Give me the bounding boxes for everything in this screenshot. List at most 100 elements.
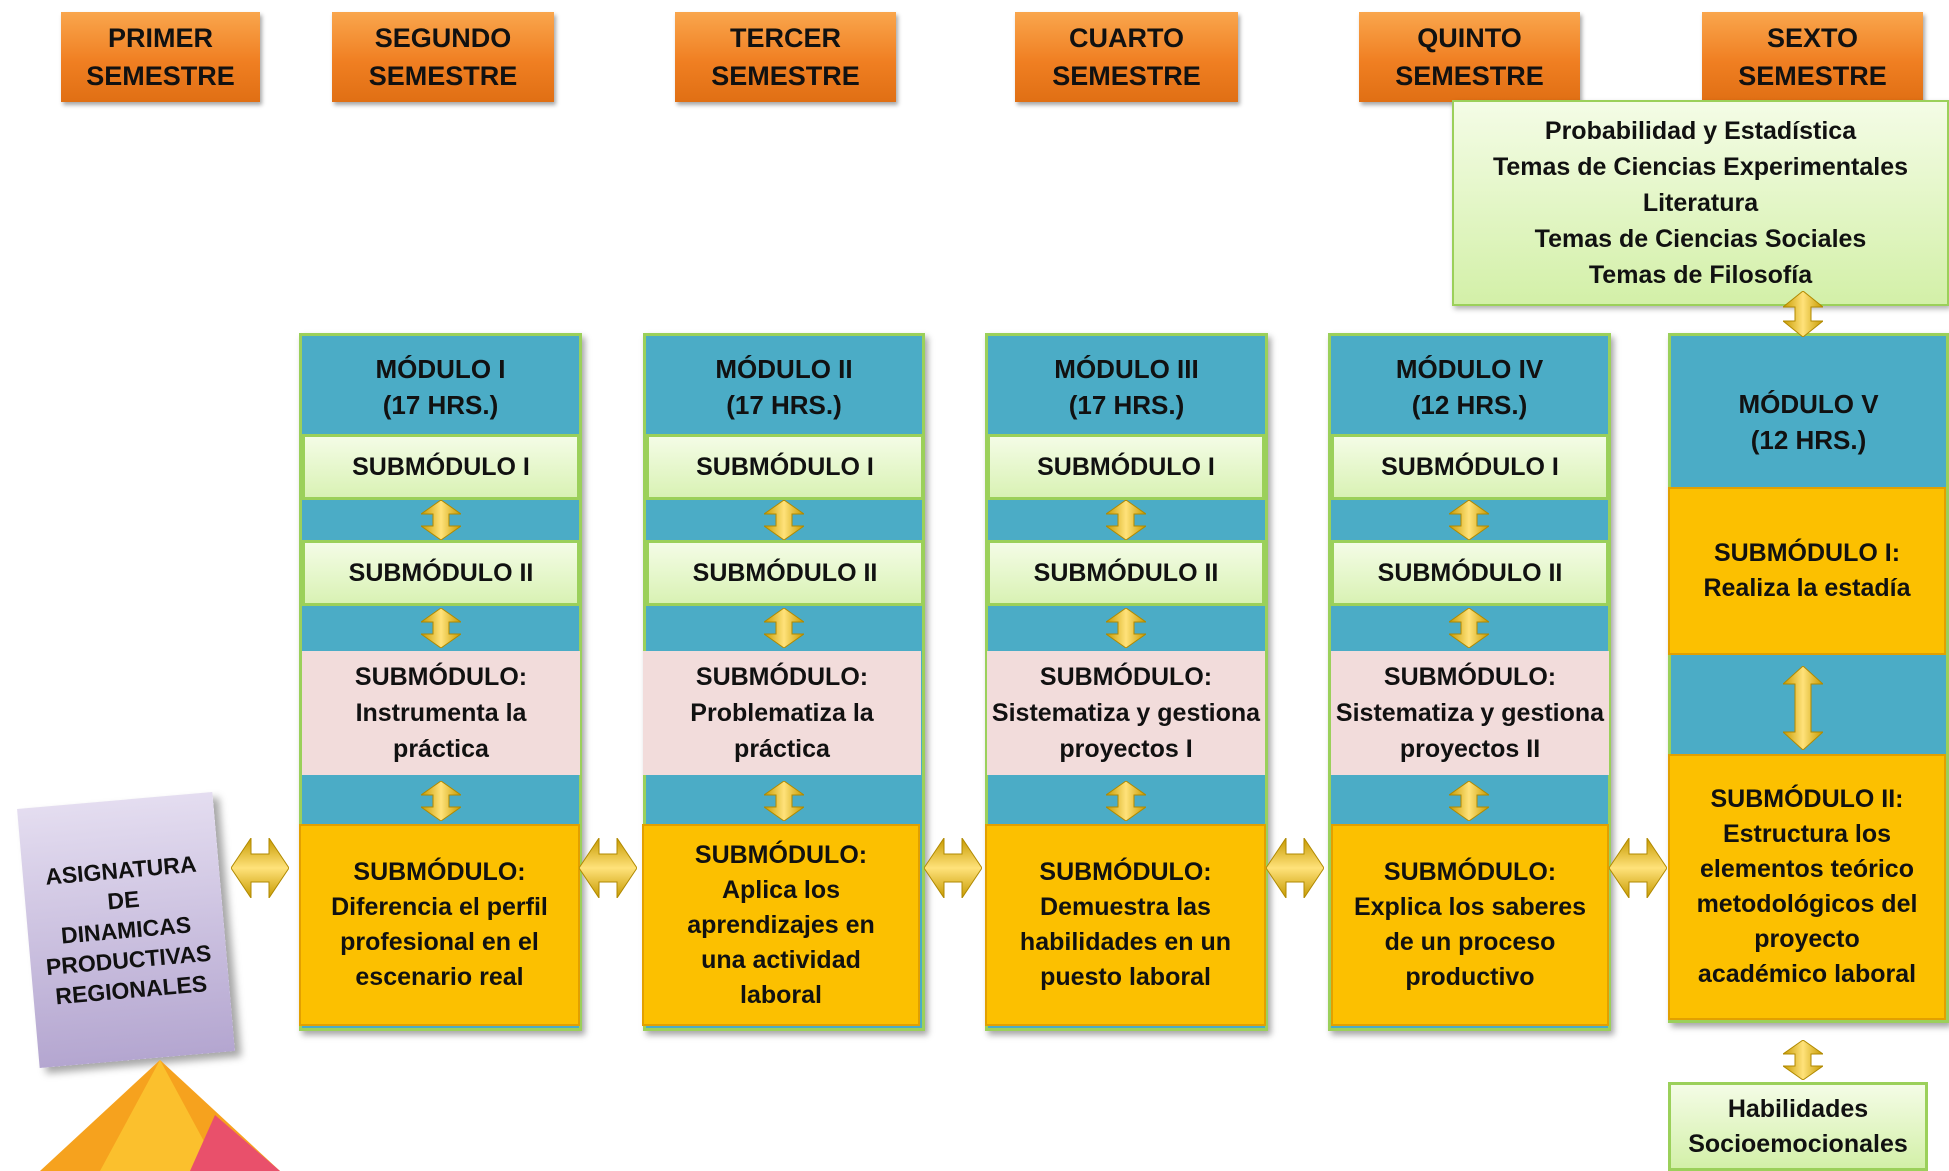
submodule-label: SUBMÓDULO II <box>1377 558 1563 587</box>
orange-line: SUBMÓDULO: <box>353 858 526 886</box>
module5-submodule-1-box: SUBMÓDULO I: Realiza la estadía <box>1668 487 1946 655</box>
subject-item: Temas de Filosofía <box>1588 261 1813 289</box>
submodule-1-box: SUBMÓDULO I <box>987 434 1265 500</box>
pink-line: Instrumenta la <box>355 699 527 727</box>
orange-line: SUBMÓDULO: <box>1039 858 1212 886</box>
double-arrow-vertical-icon <box>1106 608 1146 648</box>
submodule-1-box: SUBMÓDULO I <box>646 434 924 500</box>
semester-label-line2: SEMESTRE <box>1395 61 1544 91</box>
pink-line: SUBMÓDULO: <box>1039 663 1213 691</box>
semester-label-line2: SEMESTRE <box>711 61 860 91</box>
module-title-3: MÓDULO III (17 HRS.) <box>988 348 1265 426</box>
orange-line: habilidades en un <box>1019 928 1232 956</box>
semester-header-1: PRIMER SEMESTRE <box>61 12 260 102</box>
orange-line: académico laboral <box>1697 960 1917 988</box>
module-name: MÓDULO IV <box>1395 354 1544 384</box>
submodule-2-box: SUBMÓDULO II <box>987 540 1265 606</box>
orange-line: una actividad <box>701 945 861 974</box>
orange-line: SUBMÓDULO: <box>1383 858 1557 886</box>
orange-line: metodológicos del <box>1696 890 1918 918</box>
double-arrow-vertical-icon <box>1449 781 1489 821</box>
orange-line: productivo <box>1405 963 1535 991</box>
semester-header-6: SEXTO SEMESTRE <box>1702 12 1923 102</box>
orange-line: profesional en el <box>340 928 539 956</box>
pink-line: práctica <box>734 735 830 763</box>
double-arrow-vertical-icon <box>1106 781 1146 821</box>
orange-line: SUBMÓDULO I: <box>1713 539 1901 567</box>
orange-line: escenario real <box>355 963 524 991</box>
module-hours: (17 HRS.) <box>1068 390 1185 420</box>
module-title-2: MÓDULO II (17 HRS.) <box>646 348 922 426</box>
pink-line: SUBMÓDULO: <box>1383 663 1557 691</box>
orange-line: SUBMÓDULO: <box>694 840 868 869</box>
double-arrow-vertical-icon <box>421 608 461 648</box>
orange-line: laboral <box>740 980 822 1009</box>
pink-line: Problematiza la <box>690 699 874 727</box>
submodule-label: SUBMÓDULO II <box>692 558 878 587</box>
decorative-triangle-icon <box>40 1060 280 1171</box>
double-arrow-vertical-icon <box>1449 500 1489 540</box>
orange-line: Realiza la estadía <box>1703 574 1911 602</box>
habilidades-socioemocionales-box: Habilidades Socioemocionales <box>1668 1082 1928 1171</box>
orange-line: Explica los saberes <box>1353 893 1587 921</box>
orange-line: Estructura los <box>1722 820 1892 848</box>
semester-label-line2: SEMESTRE <box>1738 61 1887 91</box>
double-arrow-vertical-icon <box>1106 500 1146 540</box>
submodule-label: SUBMÓDULO I <box>1037 452 1215 481</box>
orange-line: Aplica los <box>721 875 841 904</box>
submodule-1-box: SUBMÓDULO I <box>302 434 580 500</box>
semester-header-2: SEGUNDO SEMESTRE <box>332 12 554 102</box>
submodule-orange-box: SUBMÓDULO: Aplica los aprendizajes en un… <box>642 824 920 1026</box>
asignatura-box: ASIGNATURA DE DINAMICAS PRODUCTIVAS REGI… <box>17 791 235 1069</box>
double-arrow-vertical-icon <box>421 500 461 540</box>
asignatura-line: DE <box>106 885 141 915</box>
semester-label-line1: SEXTO <box>1766 23 1859 53</box>
hab-line: Socioemocionales <box>1688 1129 1908 1158</box>
semester-header-3: TERCER SEMESTRE <box>675 12 896 102</box>
orange-line: de un proceso <box>1384 928 1556 956</box>
pink-line: Sistematiza y gestiona <box>991 699 1261 727</box>
orange-line: Diferencia el perfil <box>331 893 548 921</box>
pink-line: SUBMÓDULO: <box>695 663 869 691</box>
module-name: MÓDULO II <box>715 354 853 384</box>
subject-item: Literatura <box>1642 189 1759 217</box>
pink-line: SUBMÓDULO: <box>354 663 528 691</box>
hab-line: Habilidades <box>1727 1094 1869 1123</box>
semester-label-line2: SEMESTRE <box>1052 61 1201 91</box>
semester-label-line1: CUARTO <box>1068 23 1184 53</box>
pink-line: Sistematiza y gestiona <box>1335 699 1605 727</box>
module-hours: (12 HRS.) <box>1750 425 1867 455</box>
subject-item: Probabilidad y Estadística <box>1544 117 1857 145</box>
submodule-orange-box: SUBMÓDULO: Demuestra las habilidades en … <box>985 824 1266 1026</box>
pink-line: proyectos I <box>1059 735 1193 763</box>
submodule-pink-box: SUBMÓDULO: Instrumenta la práctica <box>302 651 580 775</box>
module5-submodule-2-box: SUBMÓDULO II: Estructura los elementos t… <box>1668 754 1946 1020</box>
orange-line: puesto laboral <box>1040 963 1211 991</box>
sixth-semester-subjects: Probabilidad y Estadística Temas de Cien… <box>1452 100 1949 306</box>
semester-label-line2: SEMESTRE <box>368 61 518 91</box>
submodule-2-box: SUBMÓDULO II <box>302 540 580 606</box>
double-arrow-vertical-icon <box>1783 666 1823 750</box>
module-name: MÓDULO III <box>1054 354 1199 384</box>
submodule-1-box: SUBMÓDULO I <box>1331 434 1609 500</box>
module-hours: (12 HRS.) <box>1411 390 1528 420</box>
double-arrow-horizontal-icon <box>231 838 289 898</box>
submodule-pink-box: SUBMÓDULO: Sistematiza y gestiona proyec… <box>1331 651 1609 775</box>
submodule-label: SUBMÓDULO I <box>696 452 874 481</box>
semester-label-line1: SEGUNDO <box>374 23 512 53</box>
double-arrow-horizontal-icon <box>1266 838 1324 898</box>
subject-item: Temas de Ciencias Sociales <box>1534 225 1867 253</box>
submodule-label: SUBMÓDULO I <box>1381 452 1559 481</box>
module-hours: (17 HRS.) <box>382 390 499 420</box>
semester-label-line2: SEMESTRE <box>86 61 235 91</box>
orange-line: SUBMÓDULO II: <box>1710 785 1904 813</box>
module-title-5: MÓDULO V (12 HRS.) <box>1671 383 1946 461</box>
orange-line: Demuestra las <box>1040 893 1211 921</box>
semester-header-5: QUINTO SEMESTRE <box>1359 12 1580 102</box>
double-arrow-vertical-icon <box>764 500 804 540</box>
double-arrow-vertical-icon <box>1783 1040 1823 1080</box>
submodule-label: SUBMÓDULO II <box>348 558 534 587</box>
submodule-pink-box: SUBMÓDULO: Sistematiza y gestiona proyec… <box>987 651 1265 775</box>
submodule-label: SUBMÓDULO II <box>1033 558 1219 587</box>
submodule-label: SUBMÓDULO I <box>352 452 530 481</box>
